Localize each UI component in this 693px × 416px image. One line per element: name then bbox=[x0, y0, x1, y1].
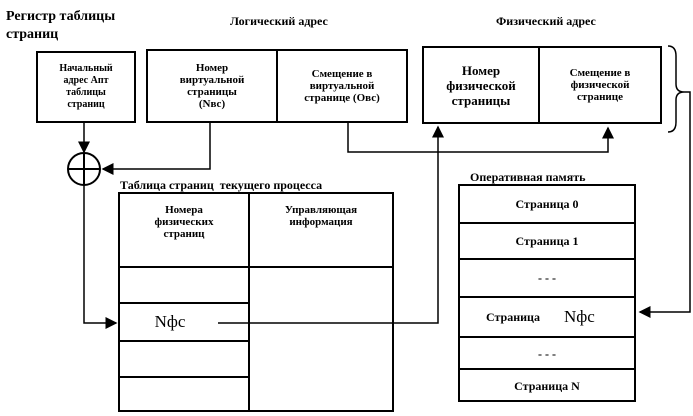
logical-divider bbox=[276, 51, 278, 121]
page-table-title: Таблица страниц текущего процесса bbox=[120, 178, 323, 192]
table-entry-to-physical bbox=[218, 125, 444, 324]
memory-row-selected: Страница Nфс bbox=[460, 296, 634, 336]
physical-page-number: Номер физической страницы bbox=[446, 62, 516, 108]
physical-to-memory bbox=[638, 91, 691, 318]
page-table-col1-header: Номера физических страниц bbox=[154, 204, 214, 240]
page-table-col2-header: Управляющая информация bbox=[284, 204, 358, 228]
page-table: Номера физических страниц Управляющая ин… bbox=[118, 192, 394, 412]
adder-to-table bbox=[83, 185, 118, 329]
page-table-col-divider bbox=[248, 194, 250, 410]
physical-divider bbox=[538, 48, 540, 122]
page-table-row-line bbox=[120, 266, 392, 268]
memory-title: Оперативная память bbox=[470, 170, 586, 184]
physical-address-box: Номер физической страницы Смещение в физ… bbox=[422, 46, 662, 124]
physical-address-brace bbox=[667, 45, 685, 133]
memory-block: Страница 0 Страница 1 - - - Страница Nфс… bbox=[458, 184, 636, 402]
memory-row: Страница 0 bbox=[460, 184, 634, 222]
register-cell: Начальный адрес Aпт таблицы страниц bbox=[59, 63, 113, 110]
memory-selected-number: Nфс bbox=[563, 307, 595, 326]
page-table-row-line bbox=[120, 302, 248, 304]
logical-address-box: Номер виртуальной страницы (Nвс) Смещени… bbox=[146, 49, 408, 123]
page-table-row-line bbox=[120, 376, 248, 378]
memory-row: - - - bbox=[460, 336, 634, 370]
memory-row: - - - bbox=[460, 258, 634, 296]
logical-offset: Смещение в виртуальной странице (Oвс) bbox=[304, 68, 380, 104]
page-table-row-line bbox=[120, 340, 248, 342]
physical-offset: Смещение в физической странице bbox=[569, 67, 631, 103]
memory-selected-label: Страница bbox=[486, 309, 540, 324]
memory-row: Страница N bbox=[460, 368, 634, 402]
register-title: Регистр таблицы страниц bbox=[6, 9, 116, 42]
page-number-to-adder bbox=[101, 123, 211, 175]
page-table-entry: Nфс bbox=[154, 312, 186, 331]
logical-address-title: Логический адрес bbox=[230, 14, 328, 28]
offset-to-physical-offset bbox=[347, 123, 614, 153]
register-box: Начальный адрес Aпт таблицы страниц bbox=[36, 51, 136, 123]
physical-address-title: Физический адрес bbox=[496, 14, 596, 28]
logical-page-number: Номер виртуальной страницы (Nвс) bbox=[179, 62, 245, 110]
memory-row: Страница 1 bbox=[460, 222, 634, 258]
